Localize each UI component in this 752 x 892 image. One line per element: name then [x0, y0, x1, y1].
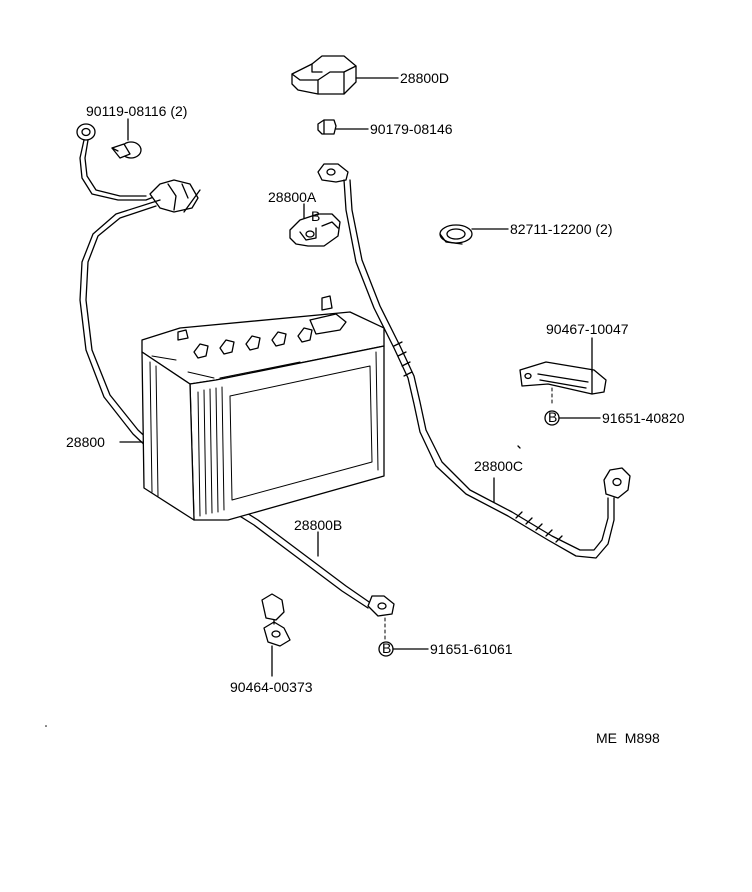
label-28800c: 28800C — [474, 458, 523, 474]
drawing-code: ME M898 — [596, 730, 660, 746]
cable-clamp-82711 — [439, 224, 473, 245]
label-28800b: 28800B — [294, 517, 342, 533]
negative-cable-28800 — [76, 123, 373, 609]
terminal-cover-28800d — [291, 55, 357, 95]
label-90467-10047: 90467-10047 — [546, 321, 629, 337]
label-82711-12200: 82711-12200 (2) — [510, 221, 612, 237]
label-28800a: 28800A — [268, 189, 317, 205]
tick-mark — [517, 445, 521, 449]
label-90179-08146: 90179-08146 — [370, 121, 453, 137]
label-b-small: B — [311, 208, 320, 224]
positive-cable-28800c — [317, 163, 631, 559]
label-91651-61061: 91651-61061 — [430, 641, 513, 657]
circle-b-upper-letter: B — [548, 409, 557, 425]
clip-90464 — [261, 593, 291, 647]
bolt-90119 — [111, 141, 142, 159]
nut-90179 — [317, 119, 337, 135]
cable-end-lower — [367, 595, 395, 617]
bracket-90467 — [519, 361, 607, 395]
terminal-clamp-28800a — [289, 213, 341, 247]
label-91651-40820: 91651-40820 — [602, 410, 685, 426]
speck — [45, 725, 47, 727]
circle-b-lower-letter: B — [382, 640, 391, 656]
battery — [141, 295, 385, 521]
label-28800d: 28800D — [400, 70, 449, 86]
label-90464-00373: 90464-00373 — [230, 679, 313, 695]
label-28800: 28800 — [66, 434, 105, 450]
label-90119-08116: 90119-08116 (2) — [86, 103, 187, 119]
